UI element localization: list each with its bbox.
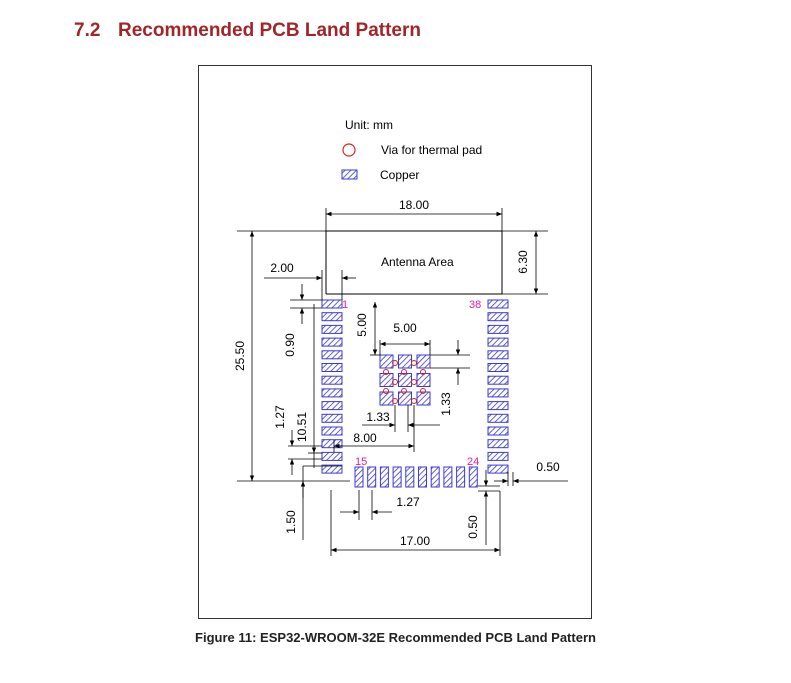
- dim-thermal-offset: 5.00: [355, 313, 369, 337]
- thermal-pad: [398, 373, 412, 387]
- bottom-pad: [430, 466, 440, 488]
- left-pad: [321, 324, 343, 334]
- bottom-pad: [392, 466, 402, 488]
- dim-total-height: 25.50: [233, 341, 247, 371]
- left-pad: [321, 426, 343, 436]
- right-pad: [487, 413, 509, 423]
- thermal-pad: [398, 391, 412, 406]
- via-circle: [420, 388, 426, 394]
- dim-right-gap: 0.50: [536, 460, 560, 474]
- left-pad: [321, 312, 343, 322]
- bottom-pad: [468, 466, 478, 488]
- via-circle: [411, 360, 417, 366]
- dim-pitch-bottom: 1.27: [396, 495, 420, 509]
- right-pad-column: [487, 299, 509, 474]
- thermal-pad: [379, 354, 394, 369]
- dim-thermal-width: 5.00: [393, 321, 417, 335]
- right-pad: [487, 299, 509, 309]
- thermal-pad: [416, 373, 431, 387]
- thermal-pad: [379, 373, 394, 387]
- bottom-pad: [443, 466, 453, 488]
- right-pad: [487, 312, 509, 322]
- dim-side-length: 10.51: [295, 412, 309, 442]
- left-pad: [321, 451, 343, 461]
- thermal-pad: [398, 354, 412, 369]
- via-circle: [401, 388, 407, 394]
- pin-24-label: 24: [467, 456, 479, 468]
- left-pad: [321, 299, 343, 309]
- via-circle: [420, 369, 426, 375]
- section-heading: 7.2 Recommended PCB Land Pattern: [74, 20, 421, 42]
- right-pad: [487, 439, 509, 449]
- right-pad: [487, 324, 509, 334]
- thermal-vias: [383, 360, 426, 404]
- right-pad: [487, 451, 509, 461]
- bottom-pad-row: [354, 466, 478, 488]
- dim-pad-width: 0.90: [283, 333, 297, 357]
- right-pad: [487, 363, 509, 372]
- left-pad: [321, 439, 343, 449]
- dim-width-bottom: 17.00: [400, 534, 430, 548]
- dim-thermal-left: 8.00: [353, 431, 377, 445]
- via-circle: [383, 369, 389, 375]
- left-pad: [321, 464, 343, 474]
- thermal-pad-grid: [379, 354, 431, 406]
- left-pad: [321, 363, 343, 372]
- right-pad: [487, 426, 509, 436]
- left-pad-column: [321, 299, 343, 474]
- dim-left-offset: 2.00: [270, 261, 294, 275]
- left-pad: [321, 388, 343, 398]
- right-pad: [487, 337, 509, 347]
- left-pad: [321, 350, 343, 360]
- via-circle: [411, 379, 417, 385]
- pin-15-label: 15: [355, 456, 367, 468]
- dim-width-top: 18.00: [399, 198, 429, 212]
- left-pad: [321, 337, 343, 347]
- left-pad: [321, 413, 343, 423]
- dimension-lines: [237, 208, 568, 556]
- via-circle: [392, 398, 398, 404]
- thermal-pad: [379, 391, 394, 406]
- bottom-pad: [418, 466, 427, 488]
- thermal-pad: [416, 391, 431, 406]
- module-outline: [325, 230, 503, 295]
- figure-caption: Figure 11: ESP32-WROOM-32E Recommended P…: [195, 630, 596, 645]
- right-pad: [487, 401, 509, 411]
- bottom-pad: [367, 466, 377, 488]
- via-circle: [411, 398, 417, 404]
- thermal-pad: [416, 354, 431, 369]
- right-pad: [487, 464, 509, 474]
- left-pad: [321, 375, 343, 385]
- bottom-pad: [405, 466, 415, 488]
- dim-pitch-left: 1.27: [273, 405, 287, 429]
- right-pad: [487, 350, 509, 360]
- unit-label: Unit: mm: [345, 118, 393, 132]
- left-pad: [321, 401, 343, 411]
- dim-thermal-gap-h: 1.33: [366, 410, 390, 424]
- dim-antenna-height: 6.30: [516, 250, 530, 274]
- copper-legend-label: Copper: [380, 168, 419, 182]
- dim-pad-length: 1.50: [284, 510, 298, 534]
- section-number: 7.2: [74, 20, 101, 41]
- via-circle: [392, 360, 398, 366]
- bottom-pad: [456, 466, 466, 488]
- bottom-pad: [379, 466, 389, 488]
- pin-1-label: 1: [342, 299, 348, 311]
- bottom-pad: [354, 466, 364, 488]
- via-circle: [401, 369, 407, 375]
- via-circle: [392, 379, 398, 385]
- right-pad: [487, 375, 509, 385]
- dim-thermal-gap-v: 1.33: [439, 392, 453, 416]
- right-pad: [487, 388, 509, 398]
- copper-legend-icon: [341, 169, 358, 180]
- pin-38-label: 38: [469, 299, 481, 311]
- section-title: Recommended PCB Land Pattern: [118, 20, 421, 41]
- via-legend-icon: [342, 143, 356, 157]
- antenna-area-label: Antenna Area: [381, 255, 454, 269]
- figure-frame: [198, 65, 592, 619]
- dim-bottom-gap: 0.50: [466, 515, 480, 539]
- via-circle: [383, 388, 389, 394]
- via-legend-label: Via for thermal pad: [381, 143, 482, 157]
